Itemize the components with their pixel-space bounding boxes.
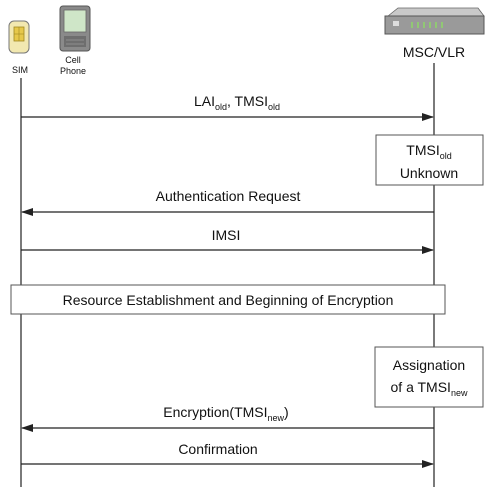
- svg-text:TMSIold: TMSIold: [406, 142, 451, 161]
- message-encryption-label: Encryption(TMSInew): [163, 404, 288, 423]
- cell-phone-label-line2: Phone: [60, 66, 86, 76]
- message-confirmation-label: Confirmation: [178, 441, 257, 457]
- message-imsi-label: IMSI: [212, 227, 241, 243]
- cell-phone-icon: [59, 5, 91, 52]
- msc-vlr-label: MSC/VLR: [403, 44, 465, 60]
- svg-text:Assignation: Assignation: [393, 357, 465, 373]
- sim-card-icon: [8, 20, 30, 54]
- svg-text:Unknown: Unknown: [400, 165, 458, 181]
- sim-label: SIM: [12, 65, 28, 75]
- message-authentication-request-label: Authentication Request: [156, 188, 301, 204]
- assignation-box: Assignation of a TMSInew: [374, 346, 484, 408]
- tmsi-unknown-box: TMSIold Unknown: [375, 134, 484, 186]
- cell-phone-label-line1: Cell: [65, 55, 81, 65]
- resource-establishment-box: Resource Establishment and Beginning of …: [10, 284, 446, 315]
- svg-text:of a TMSInew: of a TMSInew: [391, 379, 468, 398]
- message-lai-tmsi-label: LAIold, TMSIold: [194, 93, 280, 112]
- svg-text:Resource Establishment and Beg: Resource Establishment and Beginning of …: [63, 292, 394, 308]
- msc-vlr-device-icon: [384, 7, 485, 35]
